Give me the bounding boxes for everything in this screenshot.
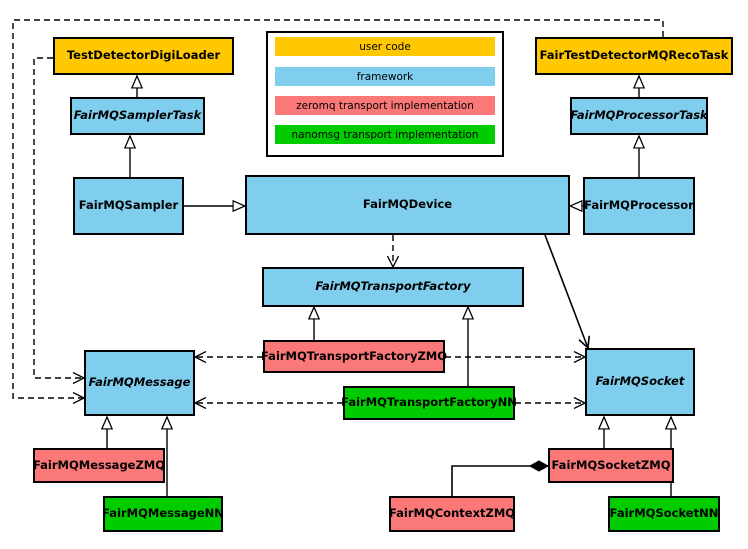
class-label: FairMQDevice <box>362 197 453 212</box>
edge-device-to-socket <box>544 234 588 348</box>
class-node-fairmqprocessor[interactable]: FairMQProcessor <box>583 177 695 235</box>
class-label: FairMQTransportFactoryZMQ <box>261 348 448 363</box>
legend-label-framework: framework <box>356 70 414 83</box>
class-node-fairmqsocket[interactable]: FairMQSocket <box>585 348 695 416</box>
class-label: FairMQSocketZMQ <box>551 457 671 472</box>
class-node-fairmqtransportfactorynn[interactable]: FairMQTransportFactoryNN <box>341 386 517 420</box>
class-label: FairMQTransportFactory <box>315 279 471 294</box>
class-node-fairmqsocketzmq[interactable]: FairMQSocketZMQ <box>548 448 674 483</box>
class-node-testdetectordigiloader[interactable]: TestDetectorDigiLoader <box>53 37 234 75</box>
class-node-fairmqprocessortask[interactable]: FairMQProcessorTask <box>570 97 708 135</box>
legend-label-user-code: user code <box>359 40 411 53</box>
class-label: FairMQContextZMQ <box>388 506 516 521</box>
edge-contextzmq-to-socketzmq <box>451 466 548 496</box>
class-node-fairmqsampler[interactable]: FairMQSampler <box>73 177 184 235</box>
class-node-fairmqcontextzmq[interactable]: FairMQContextZMQ <box>389 496 515 532</box>
class-label: FairMQMessage <box>88 375 191 390</box>
class-label: FairMQSampler <box>78 198 179 213</box>
class-label: FairMQTransportFactoryNN <box>341 395 517 410</box>
class-node-fairmqdevice[interactable]: FairMQDevice <box>245 175 570 235</box>
legend-item-user-code: user code <box>275 37 495 56</box>
class-label: TestDetectorDigiLoader <box>66 48 221 63</box>
class-node-fairmqmessagezmq[interactable]: FairMQMessageZMQ <box>33 448 165 483</box>
class-label: FairMQProcessor <box>584 198 694 213</box>
legend-label-zeromq: zeromq transport implementation <box>296 99 474 112</box>
legend-item-zeromq: zeromq transport implementation <box>275 96 495 115</box>
class-node-fairmqsocketnn[interactable]: FairMQSocketNN <box>608 496 720 532</box>
class-label: FairTestDetectorMQRecoTask <box>539 48 729 63</box>
class-node-fairmqmessage[interactable]: FairMQMessage <box>84 350 195 416</box>
class-label: FairMQMessageNN <box>102 506 224 521</box>
class-node-fairmqsamplertask[interactable]: FairMQSamplerTask <box>70 97 205 135</box>
class-node-fairmqtransportfactoryzmq[interactable]: FairMQTransportFactoryZMQ <box>261 340 448 373</box>
class-label: FairMQSamplerTask <box>73 108 202 123</box>
legend-label-nanomsg: nanomsg transport implementation <box>291 128 479 141</box>
class-node-fairtestdetectormqrecotask[interactable]: FairTestDetectorMQRecoTask <box>535 37 733 75</box>
legend-item-nanomsg: nanomsg transport implementation <box>275 125 495 144</box>
class-label: FairMQSocketNN <box>609 506 719 521</box>
class-node-fairmqmessagenn[interactable]: FairMQMessageNN <box>102 496 224 532</box>
legend-item-framework: framework <box>275 67 495 86</box>
class-label: FairMQProcessorTask <box>570 108 708 123</box>
class-node-fairmqtransportfactory[interactable]: FairMQTransportFactory <box>262 267 524 307</box>
class-label: FairMQSocket <box>595 374 685 389</box>
class-label: FairMQMessageZMQ <box>32 457 166 472</box>
